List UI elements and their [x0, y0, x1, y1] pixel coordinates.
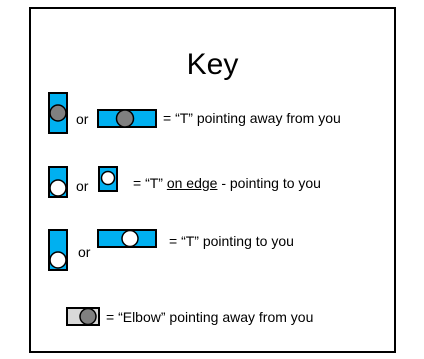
row2-description: = “T” on edge - pointing to you	[133, 175, 321, 191]
key-title: Key	[186, 48, 239, 81]
vertical-t-edge-icon	[48, 166, 68, 198]
row2-text-underlined: on edge	[166, 175, 218, 191]
row2-text-post: - pointing to you	[217, 175, 321, 191]
vertical-t-away-icon	[48, 92, 68, 134]
or-label-1: or	[76, 111, 89, 127]
key-panel: Key	[29, 7, 396, 353]
or-label-2: or	[76, 178, 89, 194]
short-t-edge-icon	[98, 166, 118, 192]
horizontal-t-away-icon	[97, 109, 157, 128]
row3-description: = “T” pointing to you	[169, 233, 294, 249]
row2-text-pre: = “T”	[133, 175, 167, 191]
row4-description: = “Elbow” pointing away from you	[106, 309, 314, 325]
vertical-t-to-you-icon	[48, 229, 68, 271]
elbow-icon	[66, 307, 100, 326]
or-label-3: or	[78, 244, 91, 260]
row1-description: = “T” pointing away from you	[163, 110, 341, 126]
horizontal-t-to-you-icon	[97, 229, 157, 248]
